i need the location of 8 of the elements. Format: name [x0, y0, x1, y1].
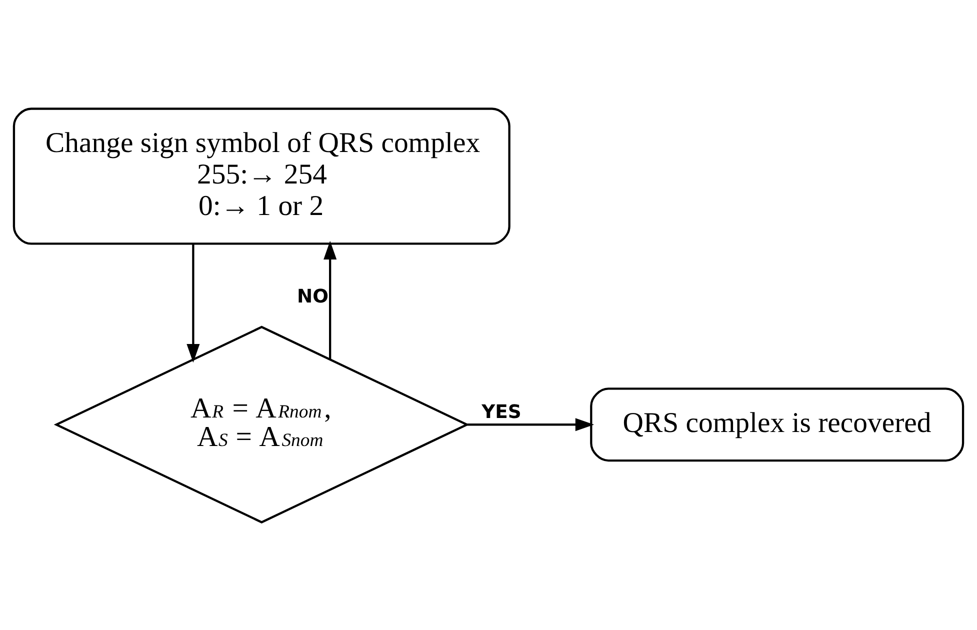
node-box: QRS complex is recovered — [590, 387, 964, 462]
edge-label: YES — [482, 402, 522, 423]
arrow — [324, 240, 337, 359]
arrow — [467, 418, 594, 431]
node-box: Change sign symbol of QRS complex 255:→ 254 0:→ 1 or 2 — [12, 107, 510, 244]
node-diamond: AR = ARnom, AS = ASnom — [54, 325, 470, 523]
edge-label: NO — [297, 286, 329, 307]
arrow — [186, 244, 200, 362]
